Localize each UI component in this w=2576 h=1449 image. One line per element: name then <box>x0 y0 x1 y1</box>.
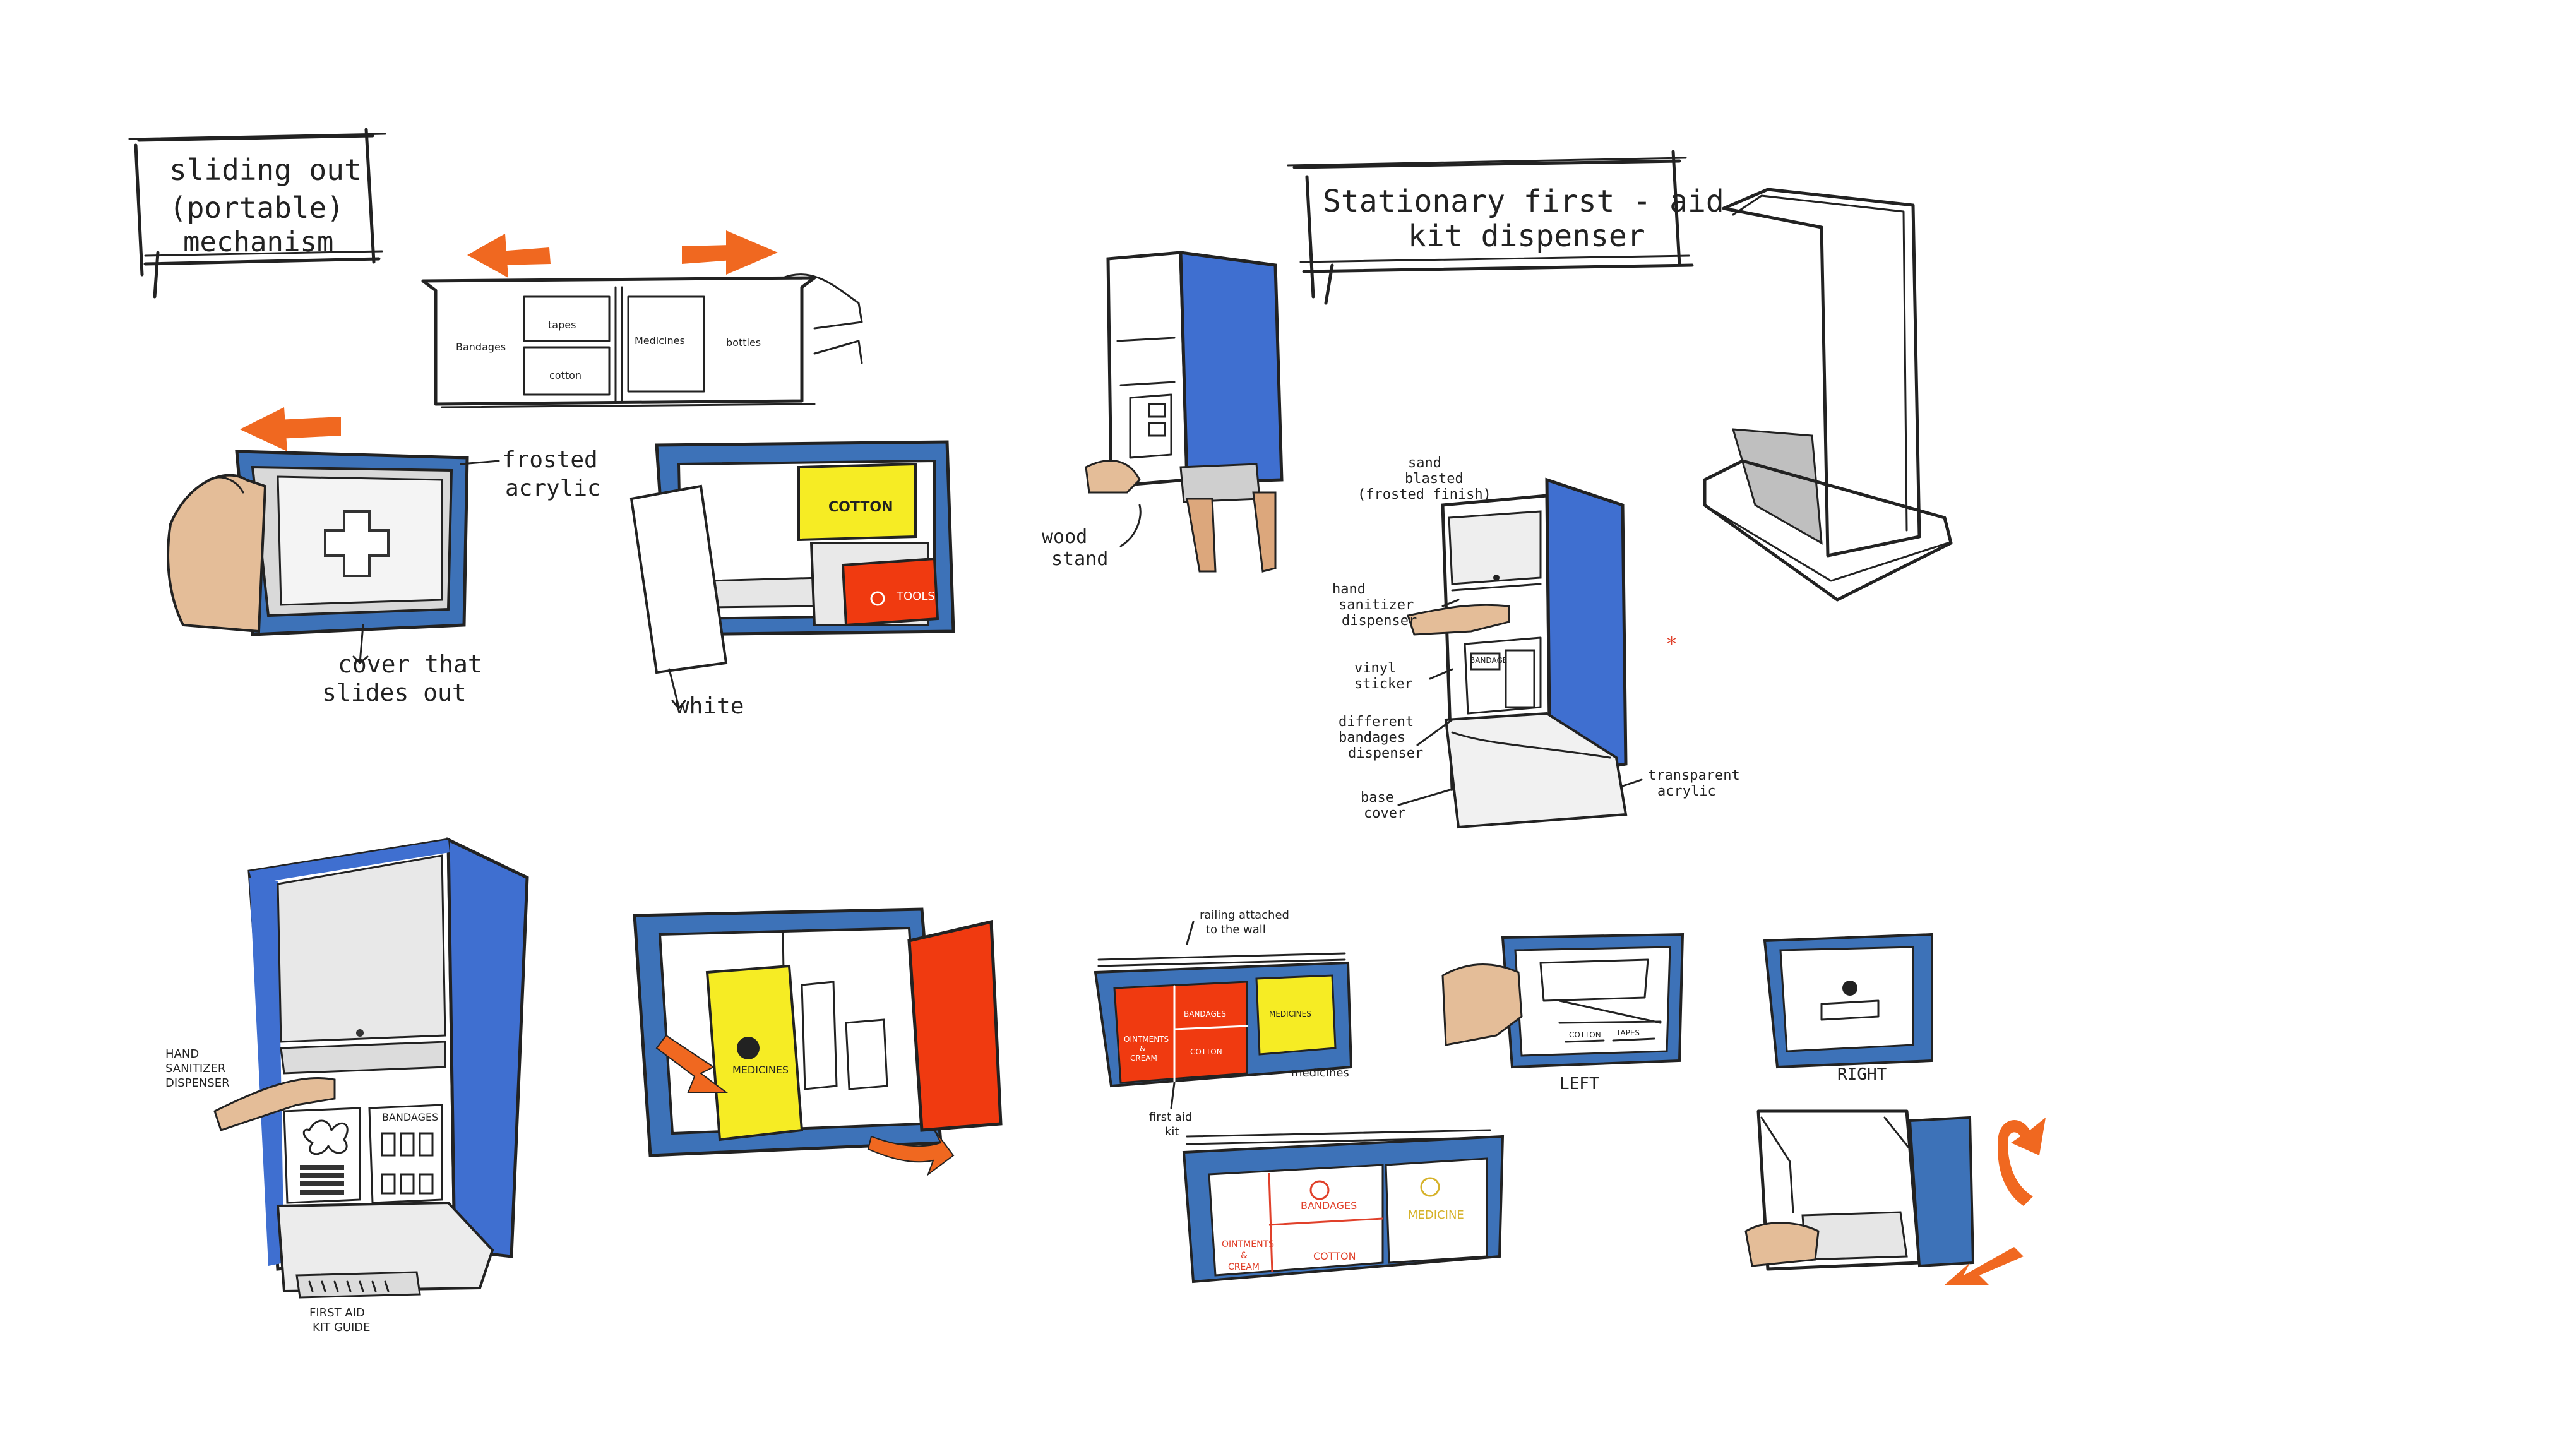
slide-left-arrow <box>240 407 341 451</box>
open-box-cotton-tools: COTTON TOOLS white <box>631 442 953 719</box>
drawer-label-cotton: cotton <box>549 369 581 381</box>
tray-slide-illustration <box>1746 1111 2046 1285</box>
wall-medicines-side: medicines <box>1291 1066 1349 1080</box>
note-different: different <box>1339 714 1414 730</box>
wall-bandages: BANDAGES <box>1184 1010 1226 1018</box>
portable-title-line-3: mechanism <box>183 226 333 258</box>
right-label: RIGHT <box>1837 1065 1887 1084</box>
drawer-label-bandages: Bandages <box>456 341 506 353</box>
note-frosted-finish: (frosted finish) <box>1357 487 1491 503</box>
note-sand: sand <box>1408 455 1441 471</box>
final-hand-label-3: DISPENSER <box>165 1076 230 1090</box>
left-drawer-cotton: COTTON <box>1569 1030 1601 1039</box>
note-slides-out: slides out <box>322 679 467 707</box>
note-base: base <box>1361 790 1394 806</box>
wall-first-aid-1: first aid <box>1149 1111 1192 1124</box>
left-label: LEFT <box>1559 1075 1599 1094</box>
slide-arrows <box>467 230 778 278</box>
dispenser-wood-stand: wood stand <box>1042 253 1282 571</box>
cover-slides-note: cover that slides out <box>322 625 482 707</box>
note-dispenser-2: dispenser <box>1348 746 1423 761</box>
wall-cotton: COTTON <box>1190 1047 1222 1056</box>
red-asterisk: * <box>1667 633 1676 655</box>
drawer-label-medicines: Medicines <box>635 335 685 347</box>
stationary-title-line-2: kit dispenser <box>1408 218 1645 254</box>
wall-note-2: to the wall <box>1206 923 1266 936</box>
left-drawer-tapes: TAPES <box>1616 1029 1640 1037</box>
stationary-title-box: Stationary first - aid kit dispenser <box>1288 152 1724 303</box>
portable-title-box: sliding out (portable) mechanism <box>129 129 385 297</box>
wall-first-aid-2: kit <box>1165 1125 1179 1138</box>
wall-kit-large: BANDAGES COTTON OINTMENTS & CREAM MEDICI… <box>1184 1130 1503 1282</box>
note-sticker: sticker <box>1354 676 1413 692</box>
wall-ointments-1: OINTMENTS <box>1124 1035 1169 1044</box>
final-hand-label-1: HAND <box>165 1047 199 1061</box>
portable-title-line-2: (portable) <box>169 191 344 225</box>
note-frosted: frosted <box>502 447 598 473</box>
large-bandages: BANDAGES <box>1301 1200 1357 1212</box>
cabinet-medicines-label: MEDICINES <box>732 1064 789 1076</box>
sliding-drawers-unit: Bandages tapes cotton Medicines bottles <box>423 275 862 407</box>
final-bandages-label: BANDAGES <box>382 1111 438 1123</box>
left-view: COTTON TAPES LEFT <box>1443 934 1683 1094</box>
note-acrylic: acrylic <box>505 475 601 501</box>
note-dispenser: dispenser <box>1342 613 1417 629</box>
sticker-bandage: BANDAGE <box>1470 656 1507 665</box>
annotated-dispenser: BANDAGE <box>1408 480 1626 827</box>
note-stand: stand <box>1051 548 1108 570</box>
wall-ointments-2: & <box>1140 1044 1145 1053</box>
note-wood: wood <box>1042 526 1087 548</box>
note-white: white <box>676 693 744 719</box>
transparent-stand-sketch <box>1705 189 1951 600</box>
note-trans-acrylic: acrylic <box>1657 784 1716 799</box>
wall-note-1: railing attached <box>1200 909 1289 922</box>
note-bandages: bandages <box>1339 730 1405 746</box>
large-ointments-2: & <box>1241 1251 1248 1261</box>
wall-kit-small: railing attached to the wall BANDAGES CO… <box>1095 909 1351 1138</box>
final-guide-label-2: KIT GUIDE <box>313 1321 371 1334</box>
frosted-acrylic-note: frosted acrylic <box>461 447 601 501</box>
note-blasted: blasted <box>1405 471 1464 487</box>
wall-ointments-3: CREAM <box>1130 1054 1157 1063</box>
large-ointments-3: CREAM <box>1228 1262 1260 1272</box>
note-cover: cover <box>1364 806 1405 821</box>
portable-box-frosted <box>168 451 467 635</box>
box-label-cotton: COTTON <box>828 499 893 515</box>
final-guide-label-1: FIRST AID <box>309 1306 365 1320</box>
large-medicine: MEDICINE <box>1408 1208 1464 1222</box>
note-cover-that: cover that <box>338 650 482 678</box>
note-transparent: transparent <box>1648 768 1740 784</box>
stationary-title-line-1: Stationary first - aid <box>1323 184 1724 219</box>
final-dispenser: BANDAGES <box>215 840 527 1297</box>
box-label-tools: TOOLS <box>896 590 935 603</box>
drawer-label-bottles: bottles <box>726 337 761 349</box>
wall-medicines: MEDICINES <box>1269 1010 1311 1018</box>
note-hand: hand <box>1332 581 1366 597</box>
final-hand-label-2: SANITIZER <box>165 1062 225 1075</box>
right-view: RIGHT <box>1765 934 1932 1084</box>
large-ointments-1: OINTMENTS <box>1222 1239 1274 1249</box>
drawer-label-tapes: tapes <box>548 319 576 331</box>
cabinet-red-door: MEDICINES <box>635 909 1001 1174</box>
large-cotton: COTTON <box>1313 1250 1356 1262</box>
note-vinyl: vinyl <box>1354 660 1396 676</box>
note-sanitizer: sanitizer <box>1339 597 1414 613</box>
portable-title-line-1: sliding out <box>169 153 362 187</box>
